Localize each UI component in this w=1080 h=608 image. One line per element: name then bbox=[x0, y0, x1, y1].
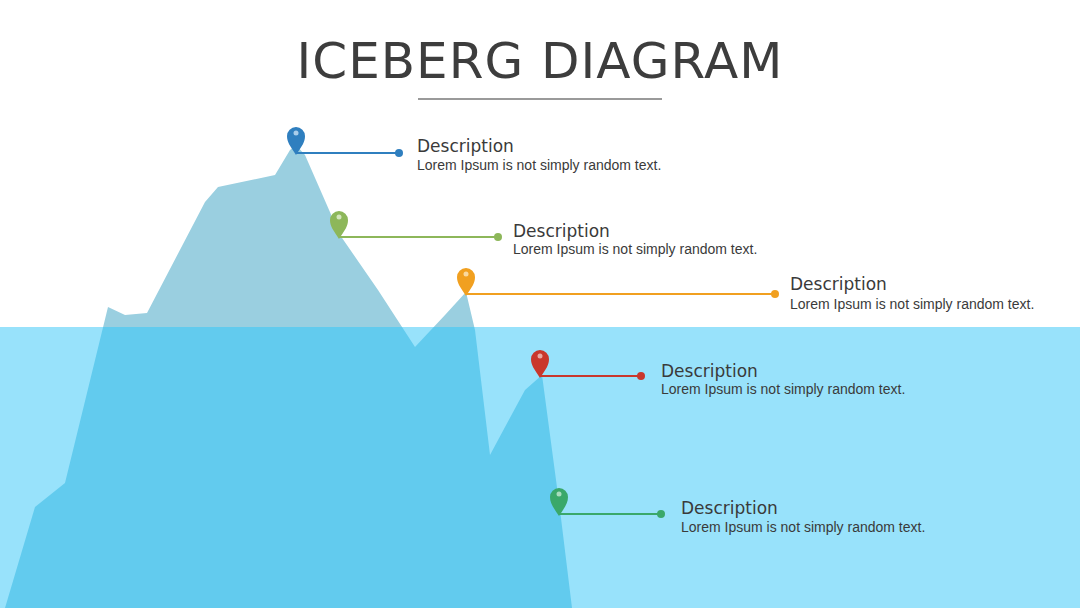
leader-dot bbox=[637, 372, 645, 380]
map-pin bbox=[330, 211, 348, 239]
title-rule bbox=[418, 98, 662, 100]
pin-dot bbox=[464, 272, 469, 277]
leader-dot bbox=[771, 290, 779, 298]
callout-leader bbox=[287, 127, 403, 157]
pin-dot bbox=[538, 354, 543, 359]
callout-heading: Description bbox=[661, 361, 758, 381]
iceberg-bottom bbox=[5, 327, 572, 608]
iceberg bbox=[5, 145, 572, 608]
callout-text: Lorem Ipsum is not simply random text. bbox=[417, 157, 661, 173]
map-pin bbox=[550, 488, 568, 516]
callout-leader bbox=[531, 350, 645, 380]
callout-heading: Description bbox=[681, 498, 778, 518]
leader-line bbox=[559, 513, 661, 515]
map-pin bbox=[531, 350, 549, 378]
map-pin bbox=[457, 268, 475, 296]
callout-leader bbox=[550, 488, 665, 518]
leader-dot bbox=[494, 233, 502, 241]
callout-leader bbox=[457, 268, 779, 298]
callout-heading: Description bbox=[417, 136, 514, 156]
leader-dot bbox=[657, 510, 665, 518]
pin-dot bbox=[337, 215, 342, 220]
leader-line bbox=[296, 152, 399, 154]
pin-dot bbox=[557, 492, 562, 497]
leader-line bbox=[466, 293, 775, 295]
diagram-title: ICEBERG DIAGRAM bbox=[0, 32, 1080, 90]
callout-text: Lorem Ipsum is not simply random text. bbox=[681, 519, 925, 535]
callout-leader bbox=[330, 211, 502, 241]
callout-text: Lorem Ipsum is not simply random text. bbox=[790, 296, 1034, 312]
callout-text: Lorem Ipsum is not simply random text. bbox=[661, 381, 905, 397]
leader-line bbox=[540, 375, 641, 377]
leader-dot bbox=[395, 149, 403, 157]
leader-line bbox=[339, 236, 498, 238]
map-pin bbox=[287, 127, 305, 155]
callout-heading: Description bbox=[513, 221, 610, 241]
callout-text: Lorem Ipsum is not simply random text. bbox=[513, 241, 757, 257]
pin-dot bbox=[294, 131, 299, 136]
callout-heading: Description bbox=[790, 274, 887, 294]
